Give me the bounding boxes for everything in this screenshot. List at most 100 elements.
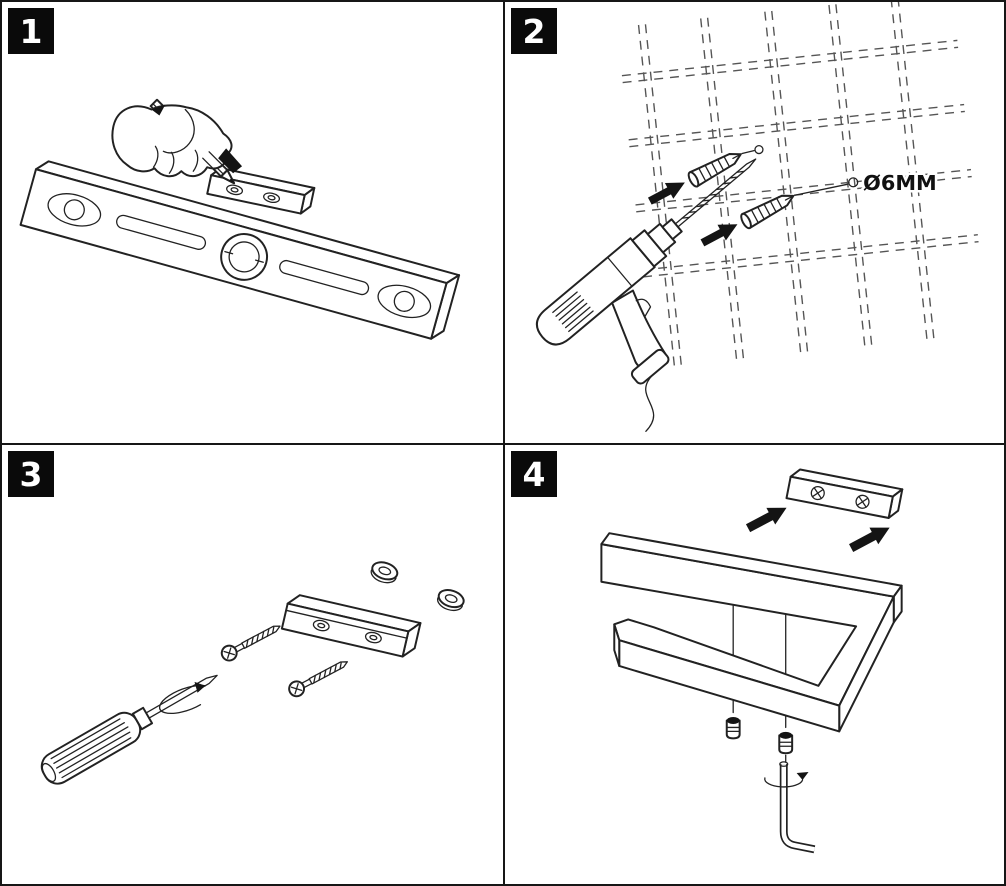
level-vial-ticks [224,250,264,263]
rotation-arrowhead [796,772,809,780]
anchor-collar [687,171,700,188]
washer-rim [436,597,464,612]
set-screw-top [726,717,740,724]
hex-key-icon [779,761,816,854]
anchor-leader-line [794,183,848,196]
hole-diameter-label: Ø6MM [863,171,937,195]
washer-icon [370,561,399,584]
screw-icon [288,661,348,698]
direction-arrow-icon [849,527,890,552]
washer-icon [436,589,465,612]
bracket-hole-inner [369,634,378,641]
power-cord-icon [645,375,655,432]
step-1-badge: 1 [8,8,54,54]
hex-key-fill [781,764,815,852]
drill-chuck-nose [661,218,683,241]
washer-face [437,589,465,609]
finger-creases [152,145,199,174]
drill-body [535,237,656,346]
anchor-leader-line [741,149,755,155]
screwdriver-icon [40,674,218,785]
step-4-number: 4 [522,454,546,494]
rotation-arc [159,684,207,714]
grip-shadow [218,148,243,174]
step-3-badge: 3 [8,451,54,497]
step-panel-4: 4 [503,443,1004,884]
step-1-illustration [19,98,461,340]
washer-hole [378,566,392,576]
rotation-arrow-icon [764,772,809,788]
screw-threads [245,626,275,648]
step-2-number: 2 [522,11,546,51]
bracket-hole [226,184,244,196]
bracket-hole-inner [267,194,276,201]
drill-vents [552,291,594,333]
hex-key-end [779,761,789,767]
set-screw-top [779,731,793,739]
direction-arrow-icon [745,507,787,533]
phillips-cross-icon [290,683,303,695]
step-2-badge: 2 [511,8,557,54]
level-right-vial [393,290,415,312]
drill-hole-icon [848,177,859,188]
phillips-cross-icon [856,495,869,508]
washer-hole [444,594,458,604]
step-panel-2: 2 Ø6MM [503,2,1004,443]
wall-bracket-icon [785,468,904,519]
screw-icon [220,625,281,662]
rotation-arrowhead [194,681,206,693]
bracket-hole [312,619,330,632]
screw-threads [313,662,342,684]
drill-bit-flutes [681,170,745,219]
screw-neck [233,642,246,653]
wall-anchor-icon [740,194,795,230]
step-4-badge: 4 [511,451,557,497]
pencil-lead [228,178,235,184]
step-4-illustration [600,468,904,854]
screw-shaft [241,625,281,649]
drill-hole-icon [754,144,764,155]
handle-ribs [50,718,132,779]
anchor-ribs [698,154,741,182]
level-left-vial [63,199,85,221]
wall-bracket-icon [206,167,316,215]
installed-screw-head [855,494,870,509]
bracket-hole [263,192,281,204]
hand-outline [111,104,233,178]
drill-base [630,348,670,385]
anchor-collar [740,212,752,230]
direction-arrow-icon [647,182,685,205]
step-3-illustration [40,561,465,785]
level-center-vial-ring [220,233,268,281]
wall-bracket-icon [280,594,422,658]
spirit-level-icon [19,160,461,340]
level-slot-left [116,214,207,250]
step-panel-1: 1 [2,2,503,443]
phillips-cross-icon [223,647,235,659]
hand-shadow [151,104,166,116]
power-drill-icon [535,158,757,385]
step-2-illustration: Ø6MM [535,2,979,432]
bracket-channel-line [285,609,408,639]
screw-neck [301,678,313,689]
phillips-cross-icon [811,487,824,500]
level-slot-right [279,259,370,296]
direction-arrow-icon [700,224,738,247]
wall-anchor-icon [687,153,742,188]
rotation-arc [764,777,804,788]
level-right-vial-opening [377,284,432,319]
set-screw-icon [778,731,794,755]
installed-screw-head [810,485,825,501]
handle-butt [41,762,57,783]
step-1-number: 1 [19,11,43,51]
handle-collar [131,706,154,731]
pencil-tip-overlay [202,151,236,185]
drill-trigger [635,298,652,318]
rotation-arrow-icon [159,681,207,714]
bracket-hole-inner [317,622,326,629]
hand-with-pencil-icon [111,104,243,178]
holder-lip-face [613,623,621,667]
screw-shaft [308,661,348,685]
hex-key-outline [779,764,816,854]
washer-rim [370,569,397,584]
